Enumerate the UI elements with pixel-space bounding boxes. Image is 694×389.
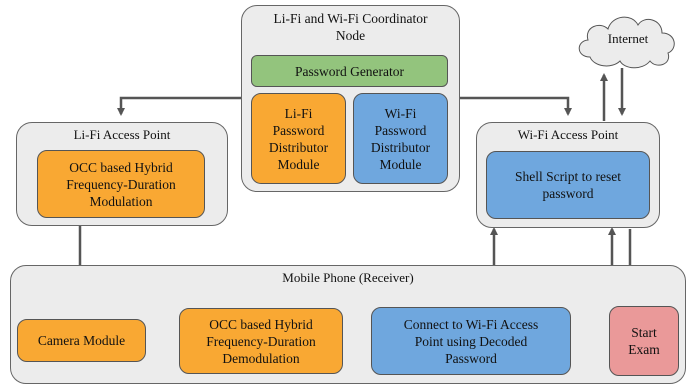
lifi-ap-title: Li-Fi Access Point — [73, 127, 171, 142]
connect-wifi-label: Connect to Wi-Fi Access Point using Deco… — [403, 316, 539, 366]
occ-demodulation-box: OCC based Hybrid Frequency-Duration Demo… — [179, 308, 343, 374]
coordinator-title: Li-Fi and Wi-Fi Coordinator Node — [273, 11, 428, 43]
mobile-phone-title: Mobile Phone (Receiver) — [282, 270, 414, 285]
lifi-password-distributor-label: Li-Fi Password Distributor Module — [268, 105, 329, 172]
lifi-password-distributor-box: Li-Fi Password Distributor Module — [251, 93, 346, 184]
camera-module-box: Camera Module — [17, 319, 146, 362]
password-generator-box: Password Generator — [251, 55, 448, 87]
internet-cloud: Internet — [572, 7, 684, 71]
shell-script-label: Shell Script to reset password — [514, 169, 622, 201]
wifi-ap-title: Wi-Fi Access Point — [517, 127, 619, 142]
arrow-coordinator-to-wifi-ap — [460, 96, 572, 116]
start-exam-box: Start Exam — [609, 306, 679, 376]
password-generator-label: Password Generator — [294, 63, 405, 79]
internet-label: Internet — [607, 31, 649, 46]
connect-wifi-box: Connect to Wi-Fi Access Point using Deco… — [371, 307, 571, 375]
occ-modulation-box: OCC based Hybrid Frequency-Duration Modu… — [37, 150, 205, 218]
shell-script-box: Shell Script to reset password — [486, 151, 650, 219]
cloud-icon — [578, 16, 675, 69]
occ-modulation-label: OCC based Hybrid Frequency-Duration Modu… — [66, 159, 176, 209]
occ-demodulation-label: OCC based Hybrid Frequency-Duration Demo… — [206, 316, 316, 366]
camera-module-label: Camera Module — [37, 333, 126, 348]
wifi-password-distributor-box: Wi-Fi Password Distributor Module — [353, 93, 448, 184]
wifi-password-distributor-label: Wi-Fi Password Distributor Module — [370, 105, 431, 172]
start-exam-label: Start Exam — [628, 325, 660, 357]
arrow-coordinator-to-lifi-ap — [117, 96, 241, 116]
